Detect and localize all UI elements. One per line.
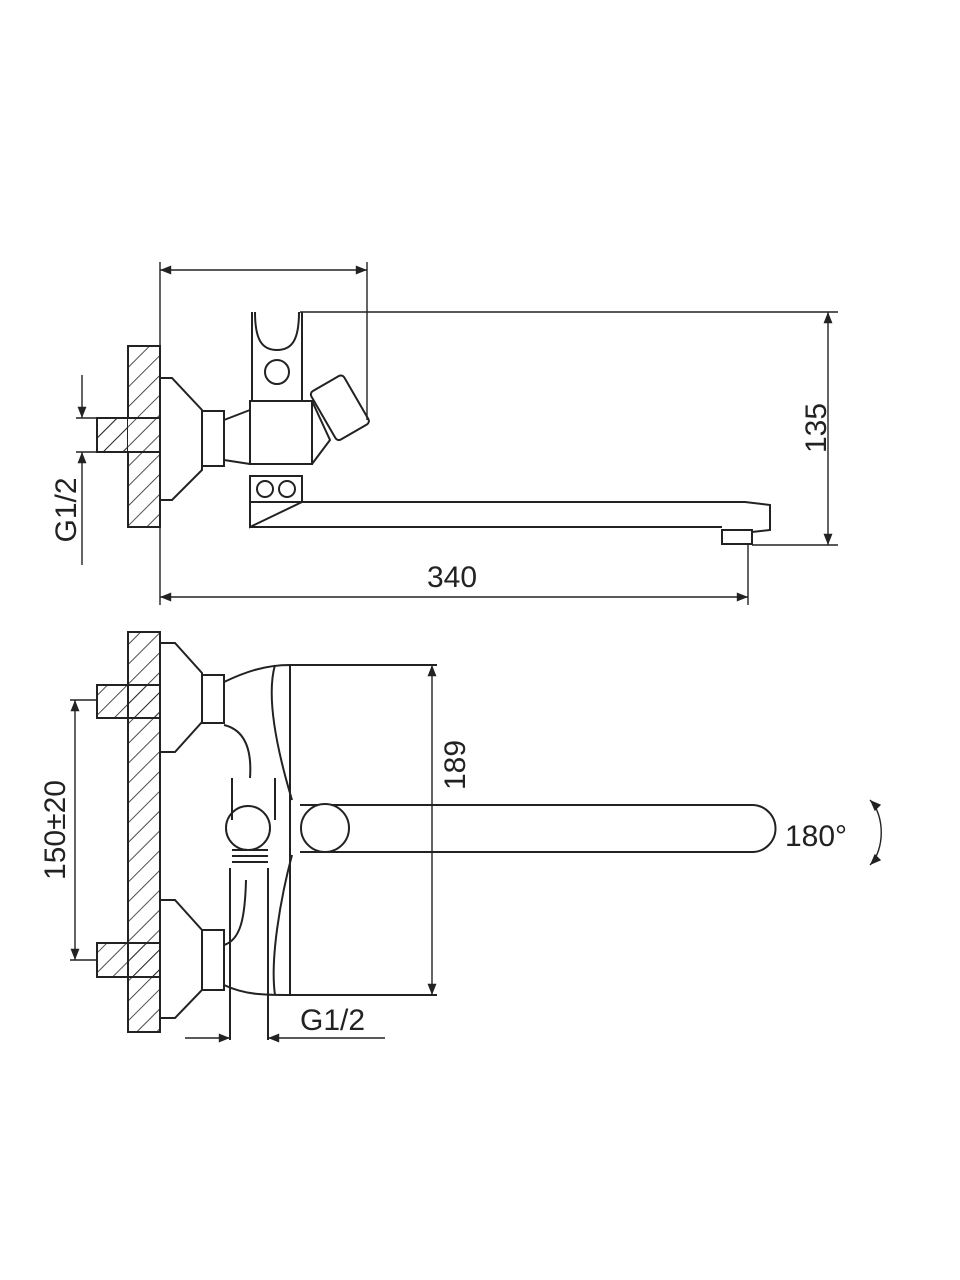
- hex-nut: [201, 410, 225, 467]
- shower-holder: [251, 311, 303, 401]
- hose: [223, 724, 269, 1040]
- holder-ring: [264, 359, 290, 385]
- wall-flange: [159, 377, 203, 501]
- inlet-pipe-upper: [96, 684, 161, 719]
- inlet-pipe-lower: [96, 942, 161, 978]
- rotation-arrow-icon: [869, 799, 882, 866]
- thread-label: G1/2: [300, 1004, 365, 1037]
- height-dimension-label: 135: [800, 403, 833, 453]
- body-height-label: 189: [439, 740, 472, 790]
- inlet-thread-label: G1/2: [50, 477, 83, 542]
- flange-upper: [159, 642, 203, 753]
- aerator: [721, 529, 753, 545]
- mixer-body: [249, 400, 313, 465]
- spout: [250, 501, 771, 533]
- top-view: 189 150±20 180° G1/2: [39, 631, 882, 1043]
- shower-holder: [231, 778, 276, 820]
- flange-lower: [159, 899, 203, 1019]
- spout: [300, 804, 777, 853]
- length-dimension-label: 340: [427, 561, 477, 594]
- side-view: 135 340 G1/2: [50, 262, 838, 605]
- lever-knob: [300, 803, 350, 853]
- lever-handle: [309, 374, 370, 442]
- rotation-label: 180°: [785, 820, 847, 853]
- inlet-spacing-label: 150±20: [39, 780, 72, 880]
